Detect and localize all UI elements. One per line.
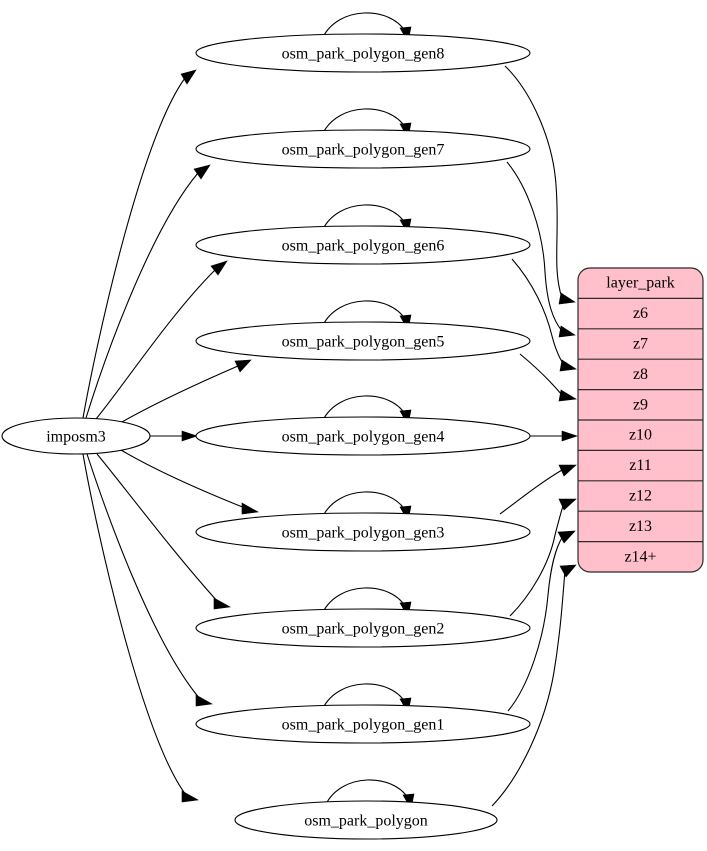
node-gen8-label: osm_park_polygon_gen8 bbox=[282, 46, 445, 63]
node-gen2[interactable]: osm_park_polygon_gen2 bbox=[195, 608, 531, 648]
node-gen7[interactable]: osm_park_polygon_gen7 bbox=[195, 129, 531, 169]
node-gen4-label: osm_park_polygon_gen4 bbox=[282, 429, 445, 446]
node-gen3-label: osm_park_polygon_gen3 bbox=[282, 525, 445, 542]
node-gen7-label: osm_park_polygon_gen7 bbox=[282, 142, 445, 159]
edge-imposm3-to-base bbox=[82, 453, 199, 803]
node-gen2-label: osm_park_polygon_gen2 bbox=[282, 621, 445, 638]
node-gen1-label: osm_park_polygon_gen1 bbox=[282, 717, 445, 734]
edge-imposm3-to-gen8 bbox=[82, 69, 197, 419]
edge-imposm3-to-gen7 bbox=[85, 164, 211, 419]
node-gen5[interactable]: osm_park_polygon_gen5 bbox=[195, 321, 531, 361]
edge-gen3-to-z11 bbox=[499, 464, 577, 515]
layer-park-row-z12[interactable]: z12 bbox=[629, 488, 652, 505]
edge-gen1-to-z13 bbox=[507, 530, 576, 712]
node-layer-park[interactable]: layer_park z6 z7 z8 z9 z10 z11 z12 z13 z… bbox=[577, 267, 704, 573]
edge-gen8-to-z6 bbox=[504, 65, 576, 305]
layer-park-row-z7[interactable]: z7 bbox=[633, 336, 648, 353]
node-imposm3[interactable]: imposm3 bbox=[1, 417, 151, 455]
edge-gen5-to-z9 bbox=[519, 353, 577, 402]
layer-park-header: layer_park bbox=[606, 275, 674, 292]
node-gen5-label: osm_park_polygon_gen5 bbox=[282, 334, 445, 351]
edge-group-source-to-tables bbox=[82, 69, 259, 803]
edge-imposm3-to-gen1 bbox=[86, 453, 213, 707]
edge-imposm3-to-gen5 bbox=[119, 359, 252, 424]
layer-park-row-z6[interactable]: z6 bbox=[633, 305, 648, 322]
node-imposm3-label: imposm3 bbox=[46, 429, 106, 446]
node-gen6-label: osm_park_polygon_gen6 bbox=[282, 238, 445, 255]
node-base[interactable]: osm_park_polygon bbox=[234, 800, 498, 840]
edge-gen2-to-z12 bbox=[509, 498, 577, 617]
layer-park-row-z13[interactable]: z13 bbox=[629, 518, 652, 535]
edge-imposm3-to-gen3 bbox=[120, 449, 259, 515]
node-gen8[interactable]: osm_park_polygon_gen8 bbox=[195, 33, 531, 73]
edge-gen4-to-z10 bbox=[530, 430, 578, 442]
layer-park-row-z10[interactable]: z10 bbox=[629, 427, 652, 444]
layer-park-row-z11[interactable]: z11 bbox=[629, 457, 652, 474]
layer-park-row-z9[interactable]: z9 bbox=[633, 396, 648, 413]
node-gen1[interactable]: osm_park_polygon_gen1 bbox=[195, 704, 531, 744]
node-base-label: osm_park_polygon bbox=[304, 813, 428, 830]
node-gen4[interactable]: osm_park_polygon_gen4 bbox=[195, 416, 531, 456]
edge-imposm3-to-gen4 bbox=[150, 430, 198, 442]
edge-imposm3-to-gen2 bbox=[96, 453, 231, 610]
edge-imposm3-to-gen6 bbox=[95, 260, 228, 420]
layer-park-row-z8[interactable]: z8 bbox=[633, 366, 648, 383]
node-gen6[interactable]: osm_park_polygon_gen6 bbox=[195, 225, 531, 265]
edge-gen7-to-z7 bbox=[506, 161, 576, 338]
edge-base-to-z14plus bbox=[491, 564, 577, 807]
node-gen3[interactable]: osm_park_polygon_gen3 bbox=[195, 512, 531, 552]
edge-gen6-to-z8 bbox=[511, 258, 577, 372]
edge-group-tables-to-layer bbox=[491, 65, 578, 807]
layer-park-row-z14plus[interactable]: z14+ bbox=[624, 548, 656, 565]
